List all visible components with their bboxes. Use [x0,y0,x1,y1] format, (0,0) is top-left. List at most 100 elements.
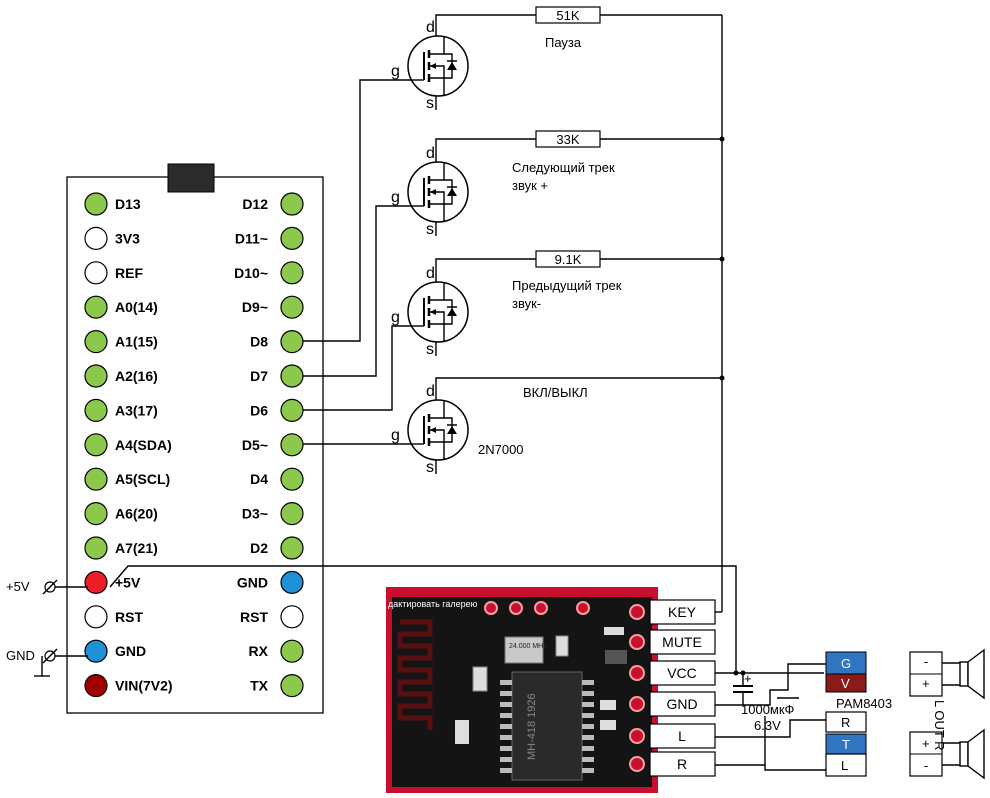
amp-pin-l [825,753,867,777]
left-pin-label: RST [115,609,143,625]
left-pin-gnd [84,639,108,663]
mosfet-caption-sub: звук + [512,178,548,193]
right-pin-label: D6 [250,402,268,418]
bt-pin-vcc [649,660,716,686]
mosfet-caption: Следующий трек [512,160,615,175]
right-pin-label: GND [237,574,268,590]
mosfet-caption: Пауза [545,35,582,50]
right-pin-d12 [280,192,304,216]
capacitor-value: 1000мкФ [741,702,795,717]
right-pin-label: D3~ [242,506,268,522]
left-pin-5v [84,570,108,595]
gate-label: g [391,427,400,444]
left-pin-a4-sda [84,433,108,457]
right-pin-label: D8 [250,334,268,350]
amp-pin-t-label: T [842,737,850,752]
amp-pin-v-label: V [841,676,850,691]
amp-pin-v [825,673,867,693]
gate-label: g [391,63,400,80]
bt-pin-label: L [678,728,686,744]
bt-pin-r [649,751,716,777]
drain-label: d [426,265,435,282]
mosfet-caption-sub: звук- [512,296,541,311]
left-pin-label: A2(16) [115,368,158,384]
bt-pin-key [649,599,716,625]
vcc-rail [109,565,737,673]
left-pin-a5-scl [84,467,108,491]
mosfet-array: d g s 51K Пауза d g s 33K Следующий трек звук + d g s… [391,6,722,476]
right-pin-d2 [280,536,304,560]
right-pin-d3 [280,501,304,526]
source-label: s [426,341,434,358]
right-pin-label: D4 [250,471,268,487]
right-pin-gnd [280,570,304,595]
resistor-value: 9.1K [555,252,582,267]
amp-pin-r [825,711,867,733]
left-pin-rst [84,605,108,629]
arduino-outline [66,176,324,714]
source-label: s [426,95,434,112]
left-pin-vin-7v2 [84,673,108,698]
bt-pin-label: GND [666,696,697,712]
left-pin-ref [84,261,108,285]
right-pin-d6 [280,398,304,422]
gnd-to-amp [743,663,826,706]
left-pin-label: A7(21) [115,540,158,556]
amp-pin-l-label: L [841,758,848,773]
bt-pin-label: VCC [667,665,697,681]
right-pin-label: D12 [242,196,268,212]
speaker-right-icon [959,728,985,780]
left-pin-a0-14 [84,295,108,319]
amp-name: PAM8403 [836,696,892,711]
amp-pin-g-label: G [841,656,851,671]
left-pin-label: A3(17) [115,402,158,418]
crystal [504,636,544,664]
right-pin-d10 [280,261,304,285]
right-pin-label: D10~ [234,265,268,281]
gate-label: g [391,189,400,206]
bt-pin-gnd [649,691,716,717]
capacitor-voltage: 6.3V [754,718,781,733]
resistor-value: 51K [556,8,579,23]
left-pin-header: D133V3REFA0(14)A1(15)A2(16)A3(17)A4(SDA)… [84,192,173,698]
right-pin-label: D5~ [242,437,268,453]
amp-pin-r-label: R [841,715,850,730]
speaker-left-icon [959,648,985,700]
drain-label: d [426,145,435,162]
right-pin-label: D7 [250,368,268,384]
right-pin-d11 [280,226,304,250]
speaker2-minus: - [924,758,928,773]
power-terminals: +5V GND [6,579,88,677]
key-bus [715,15,725,613]
mosfet-caption: Предыдущий трек [512,278,622,293]
source-label: s [426,459,434,476]
left-pin-label: D13 [115,196,141,212]
right-pin-d9 [280,295,304,319]
resistor-value: 33K [556,132,579,147]
capacitor-plus-sign: + [744,671,752,686]
drain-label: d [426,383,435,400]
left-pin-d13 [84,192,108,216]
bt-pin-label: R [677,756,687,772]
bt-overlay-text: дактировать галерею [388,599,478,609]
left-pin-a6-20 [84,501,108,526]
right-pin-label: RST [240,609,268,625]
right-pin-d4 [280,467,304,491]
right-pin-label: TX [250,678,269,694]
right-pin-d5 [280,433,304,457]
left-pin-label: +5V [115,574,141,590]
amp-out-label: L OUT R [932,700,947,751]
left-pin-label: A6(20) [115,506,158,522]
gnd-terminal-label: GND [6,648,35,663]
bt-pin-l [649,723,716,749]
right-pin-label: RX [249,643,269,659]
bt-pin-mute [649,629,716,655]
left-pin-a1-15 [84,330,108,354]
